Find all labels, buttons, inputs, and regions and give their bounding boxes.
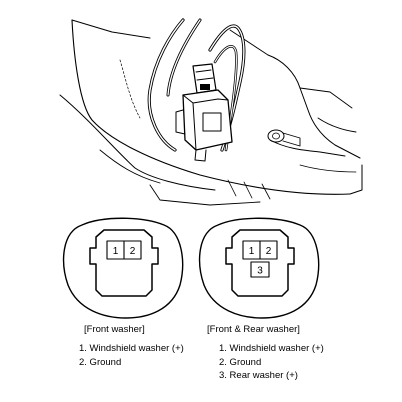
front-rear-washer-connector-face (198, 217, 320, 319)
front-washer-pin-list: 1. Windshield washer (+) 2. Ground (79, 342, 184, 369)
front-connector-pin-1-label: 1 (113, 246, 119, 257)
washer-motor-illustration (175, 63, 233, 162)
front-connector-pin-2-label: 2 (130, 246, 136, 257)
front-washer-caption: [Front washer] (84, 324, 145, 335)
vehicle-body-illustration (59, 19, 363, 206)
front-rear-connector-pin-1-label: 1 (249, 246, 255, 257)
pin-description-item: 2. Ground (219, 356, 262, 368)
pin-description-item: 1. Windshield washer (+) (79, 343, 184, 354)
wiring-harness-illustration (147, 18, 246, 152)
front-rear-washer-caption: [Front & Rear washer] (207, 324, 300, 335)
front-rear-connector-pin-2-label: 2 (266, 246, 272, 257)
pin-description-item: 2. Ground (79, 356, 122, 368)
pin-description-item: 1. Windshield washer (+) (219, 343, 324, 354)
front-washer-connector-face (62, 217, 184, 319)
front-rear-connector-pin-3-label: 3 (257, 266, 263, 277)
pin-description-item: 3. Rear washer (+) (219, 370, 298, 381)
front-rear-washer-pin-list: 1. Windshield washer (+) 2. Ground 3. Rear… (219, 342, 324, 383)
